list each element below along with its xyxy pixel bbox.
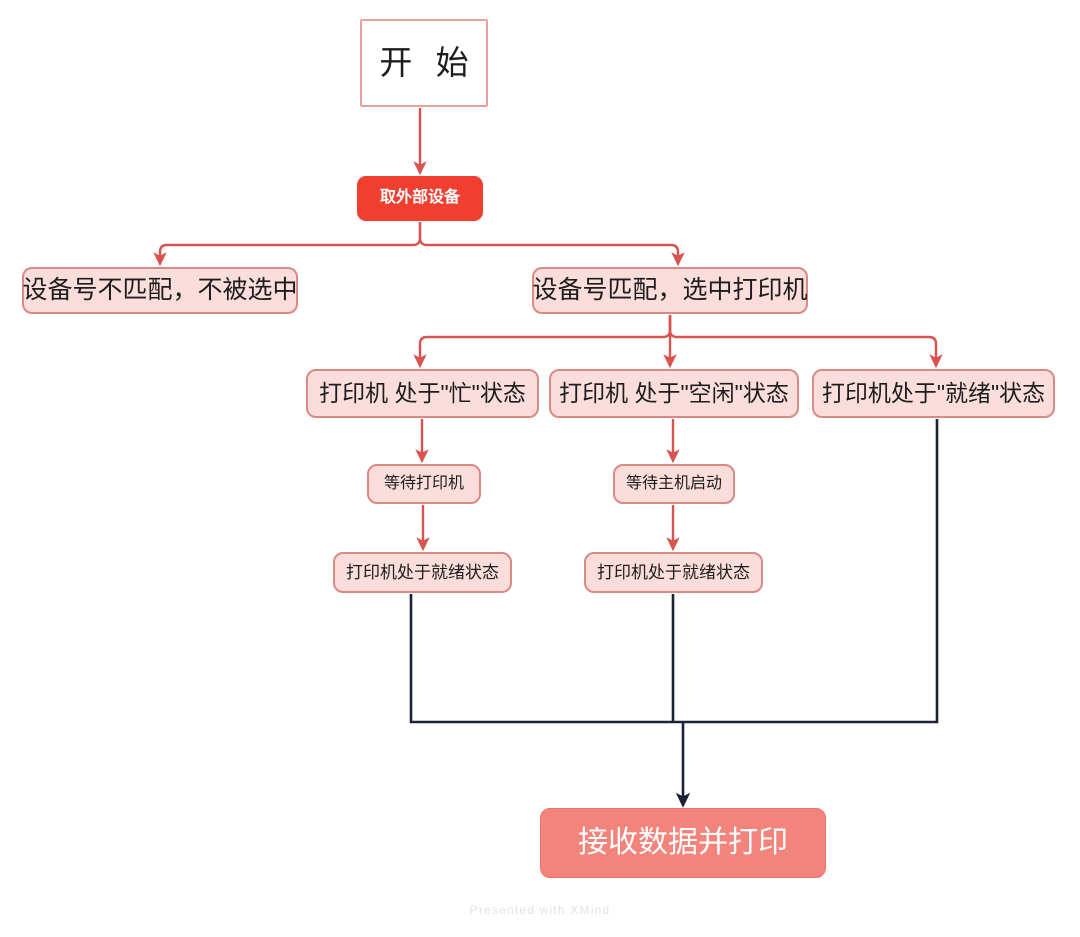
node-printer-ready[interactable]: 打印机处于"就绪"状态 <box>812 369 1055 418</box>
node-printer-ready-state-2[interactable]: 打印机处于就绪状态 <box>584 552 763 593</box>
edge-match-to-busy <box>413 315 672 369</box>
node-wait-host[interactable]: 等待主机启动 <box>613 464 735 504</box>
edge-getdevice-to-match <box>418 222 685 267</box>
node-wait-printer[interactable]: 等待打印机 <box>367 464 481 504</box>
node-receive-data-and-print[interactable]: 接收数据并打印 <box>540 808 826 878</box>
node-printer-ready-state-1[interactable]: 打印机处于就绪状态 <box>333 552 512 593</box>
node-get-external-device[interactable]: 取外部设备 <box>357 176 483 221</box>
edge-getdevice-to-nomatch <box>153 222 422 267</box>
edge-match-to-ready <box>668 315 943 369</box>
node-device-no-match[interactable]: 设备号不匹配，不被选中 <box>22 267 298 314</box>
node-printer-idle[interactable]: 打印机 处于"空闲"状态 <box>549 369 799 418</box>
node-printer-busy[interactable]: 打印机 处于"忙"状态 <box>306 369 539 418</box>
xmind-watermark: Presented with XMind <box>469 903 611 917</box>
node-start[interactable]: 开 始 <box>360 19 488 107</box>
node-device-match[interactable]: 设备号匹配，选中打印机 <box>532 267 808 314</box>
